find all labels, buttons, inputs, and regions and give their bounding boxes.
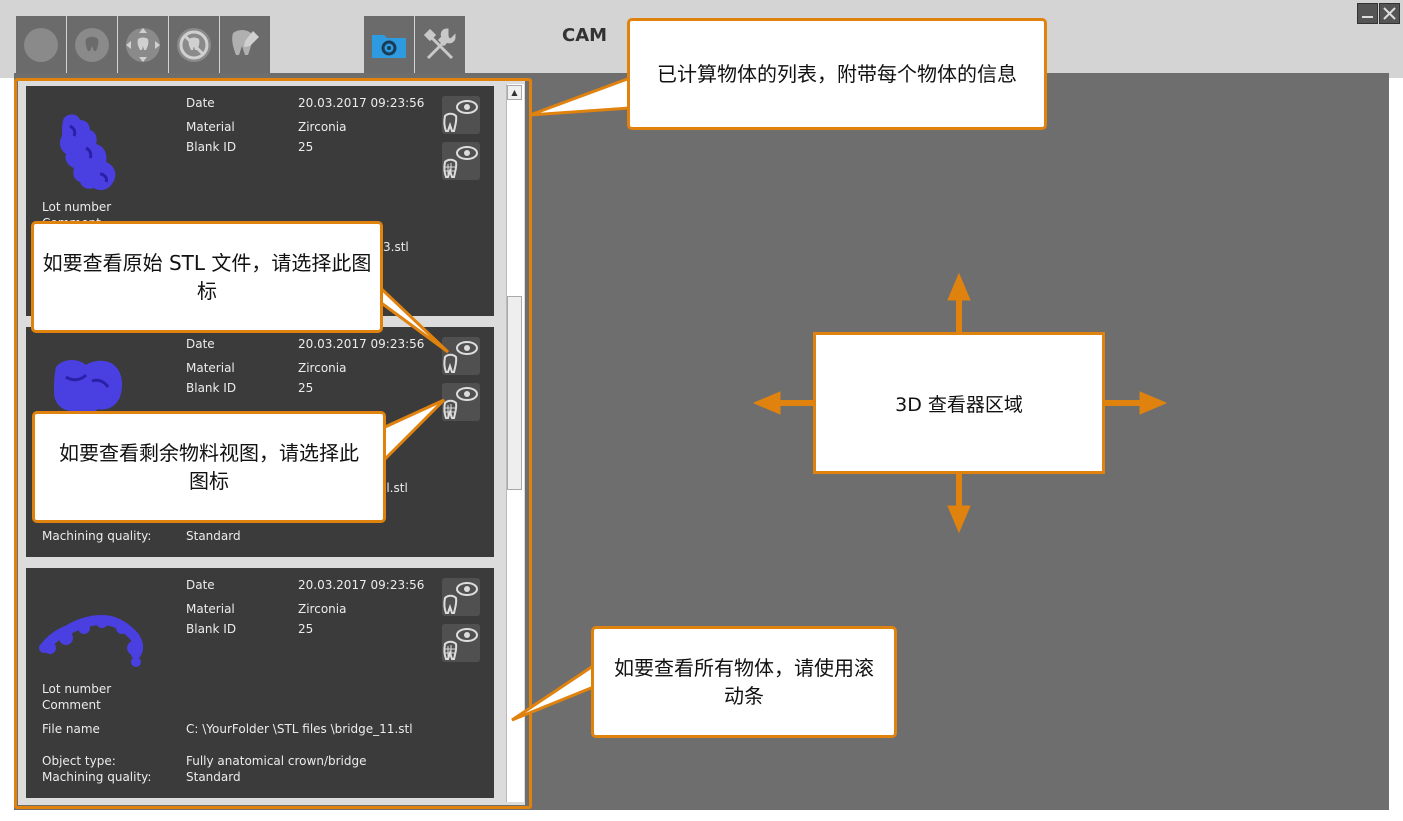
close-button[interactable]	[1379, 3, 1400, 24]
view-stl-button[interactable]	[442, 96, 480, 134]
tooth-edit-icon	[232, 30, 259, 55]
eye-tooth-icon	[443, 341, 478, 373]
machining-quality-value: Standard	[186, 770, 241, 784]
blank-id-value: 25	[298, 622, 314, 636]
date-value: 20.03.2017 09:23:56	[298, 578, 425, 592]
lot-number-label: Lot number	[42, 200, 112, 214]
object-type-value: Fully anatomical crown/bridge	[186, 754, 367, 768]
minimize-button[interactable]	[1357, 3, 1378, 24]
blank-id-label: Blank ID	[186, 140, 237, 154]
model-thumbnail	[39, 614, 144, 667]
eye-tooth-icon	[443, 582, 478, 614]
scroll-up-button[interactable]: ▲	[507, 85, 522, 100]
close-icon	[1383, 7, 1396, 20]
comment-label: Comment	[42, 698, 101, 712]
callout-object-list-text: 已计算物体的列表，附带每个物体的信息	[657, 62, 1017, 86]
scrollbar-thumb[interactable]	[507, 296, 522, 490]
blank-id-value: 25	[298, 381, 314, 395]
material-label: Material	[186, 120, 235, 134]
material-value: Zirconia	[298, 120, 347, 134]
file-name-label: File name	[42, 722, 100, 736]
tooth-tool-button[interactable]	[67, 16, 117, 74]
machining-quality-label: Machining quality:	[42, 529, 152, 543]
callout-object-list: 已计算物体的列表，附带每个物体的信息	[627, 18, 1047, 130]
callout-viewer-area: 3D 查看器区域	[813, 332, 1105, 474]
lot-number-label: Lot number	[42, 682, 112, 696]
machining-quality-label: Machining quality:	[42, 770, 152, 784]
callout-remaining-icon-text: 如要查看剩余物料视图，请选择此图标	[59, 441, 359, 493]
file-name-value: C: \YourFolder \STL files \bridge_11.stl	[186, 722, 413, 736]
callout-stl-icon: 如要查看原始 STL 文件，请选择此图标	[31, 221, 383, 333]
view-remaining-material-button[interactable]	[442, 624, 480, 662]
blank-id-label: Blank ID	[186, 381, 237, 395]
model-thumbnail	[54, 360, 123, 415]
material-label: Material	[186, 361, 235, 375]
date-value: 20.03.2017 09:23:56	[298, 96, 425, 110]
material-label: Material	[186, 602, 235, 616]
settings-tool-button[interactable]	[415, 16, 465, 74]
no-tooth-icon	[177, 28, 211, 62]
move-tooth-icon	[126, 28, 160, 62]
circle-tool-button[interactable]	[16, 16, 66, 74]
material-value: Zirconia	[298, 361, 347, 375]
list-highlight-frame	[14, 78, 532, 809]
eye-tooth-icon	[443, 100, 478, 132]
callout-stl-icon-text: 如要查看原始 STL 文件，请选择此图标	[42, 251, 372, 303]
app-title: CAM	[562, 25, 608, 46]
date-label: Date	[186, 578, 215, 592]
minimize-icon	[1362, 16, 1373, 18]
arrow-up-icon: ▲	[511, 88, 518, 97]
folder-gear-icon	[372, 35, 406, 58]
no-tooth-tool-button[interactable]	[169, 16, 219, 74]
model-thumbnail	[59, 114, 116, 191]
eye-grid-tooth-icon	[443, 628, 478, 660]
tooth-edit-tool-button[interactable]	[220, 16, 270, 74]
callout-scrollbar: 如要查看所有物体，请使用滚动条	[591, 626, 897, 738]
object-type-label: Object type:	[42, 754, 116, 768]
date-label: Date	[186, 96, 215, 110]
machining-quality-value: Standard	[186, 529, 241, 543]
view-remaining-material-button[interactable]	[442, 142, 480, 180]
blank-id-value: 25	[298, 140, 314, 154]
view-stl-button[interactable]	[442, 578, 480, 616]
wrench-screwdriver-icon	[423, 28, 456, 60]
file-name-value: ll.stl	[383, 481, 408, 495]
blank-id-label: Blank ID	[186, 622, 237, 636]
objects-folder-button[interactable]	[364, 16, 414, 74]
eye-grid-tooth-icon	[443, 146, 478, 178]
circle-icon	[24, 28, 58, 62]
file-name-value: 3.stl	[383, 240, 409, 254]
material-value: Zirconia	[298, 602, 347, 616]
tooth-icon	[75, 28, 109, 62]
date-label: Date	[186, 337, 215, 351]
callout-scrollbar-text: 如要查看所有物体，请使用滚动条	[614, 656, 874, 708]
callout-viewer-area-text: 3D 查看器区域	[895, 393, 1023, 416]
object-card[interactable]: Date 20.03.2017 09:23:56 Material Zircon…	[26, 568, 494, 798]
move-tool-button[interactable]	[118, 16, 168, 74]
view-remaining-material-button[interactable]	[442, 383, 480, 421]
callout-remaining-icon: 如要查看剩余物料视图，请选择此图标	[32, 411, 386, 523]
